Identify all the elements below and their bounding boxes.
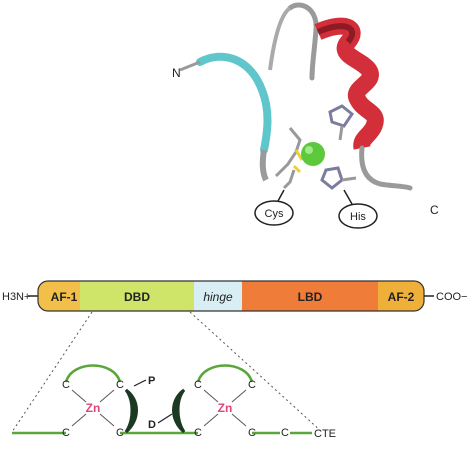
label-hinge: hinge	[203, 290, 233, 304]
loop-coil	[287, 2, 319, 81]
expand-line-right	[189, 311, 323, 433]
segment-dbd	[80, 281, 194, 311]
cys-sidechain-2	[282, 169, 296, 190]
his-ring-2	[320, 166, 344, 190]
label-lbd: LBD	[298, 290, 323, 304]
cys-7: C	[194, 427, 202, 439]
cys-4: C	[116, 427, 124, 439]
d-box-shape	[172, 388, 186, 434]
protein-ribbon	[179, 2, 413, 191]
zinc-finger-schematic: Zn C C C C P D Zn C C C C C CTE	[12, 364, 336, 440]
coord-1b	[99, 389, 115, 403]
zn-label-1: Zn	[86, 401, 101, 415]
cys-pointer	[277, 189, 285, 202]
his-bubble	[338, 203, 378, 229]
coord-1c	[71, 413, 87, 427]
his-pointer	[343, 189, 353, 205]
loop-coil-back	[268, 6, 292, 71]
segment-af2-square	[378, 281, 398, 311]
helix-shade	[316, 23, 356, 44]
coord-1a	[71, 389, 87, 403]
segment-lbd	[242, 281, 378, 311]
finger2-loop	[196, 364, 254, 383]
p-box-shape	[124, 388, 138, 434]
n-tail	[179, 60, 201, 72]
coord-2c	[203, 413, 219, 427]
expand-line-left	[11, 311, 93, 433]
c-terminus-group: COO−	[436, 291, 467, 303]
alpha-helix	[314, 17, 384, 150]
strand-tail	[259, 149, 269, 182]
segment-af1	[38, 281, 91, 311]
p-arrow	[133, 379, 147, 387]
coord-2a	[203, 389, 219, 403]
finger1-loop	[64, 364, 122, 383]
his-callout: His	[338, 189, 378, 229]
sulfur-1	[294, 149, 304, 161]
segment-hinge	[194, 281, 242, 311]
his-label: His	[350, 211, 366, 223]
coord-2b	[231, 389, 247, 403]
label-af1: AF-1	[51, 290, 78, 304]
zinc-highlight	[305, 146, 313, 154]
cys-2: C	[116, 379, 124, 391]
cys-6: C	[248, 379, 256, 391]
n-terminus-group: H3N+	[2, 291, 30, 303]
cys-1: C	[62, 379, 70, 391]
p-box-label: P	[148, 375, 155, 387]
c-tail	[359, 145, 413, 191]
coord-1d	[99, 413, 115, 427]
d-box-label: D	[148, 419, 156, 431]
cys-bubble	[254, 200, 294, 226]
domain-bar: AF-1 DBD hinge LBD AF-2	[37, 280, 425, 312]
cte-label: CTE	[314, 428, 336, 440]
label-af2: AF-2	[388, 290, 415, 304]
his-link-2	[341, 176, 357, 182]
cys-3: C	[62, 427, 70, 439]
cys-9: C	[281, 427, 289, 439]
his-ring-1	[328, 104, 355, 128]
sulfur-2	[292, 164, 302, 174]
n-terminus-label: N	[172, 66, 181, 80]
zn-label-2: Zn	[218, 401, 233, 415]
cys-5: C	[194, 379, 202, 391]
zinc-ion	[301, 142, 325, 166]
cys-8: C	[248, 427, 256, 439]
label-dbd: DBD	[124, 290, 150, 304]
helix-body	[314, 17, 384, 150]
d-arrow	[157, 413, 173, 424]
coord-2d	[231, 413, 247, 427]
cys-label: Cys	[265, 208, 284, 220]
his-link-1	[338, 125, 344, 141]
cys-callout: Cys	[254, 189, 294, 226]
beta-strand	[196, 52, 272, 154]
c-terminus-label: C	[430, 203, 439, 217]
